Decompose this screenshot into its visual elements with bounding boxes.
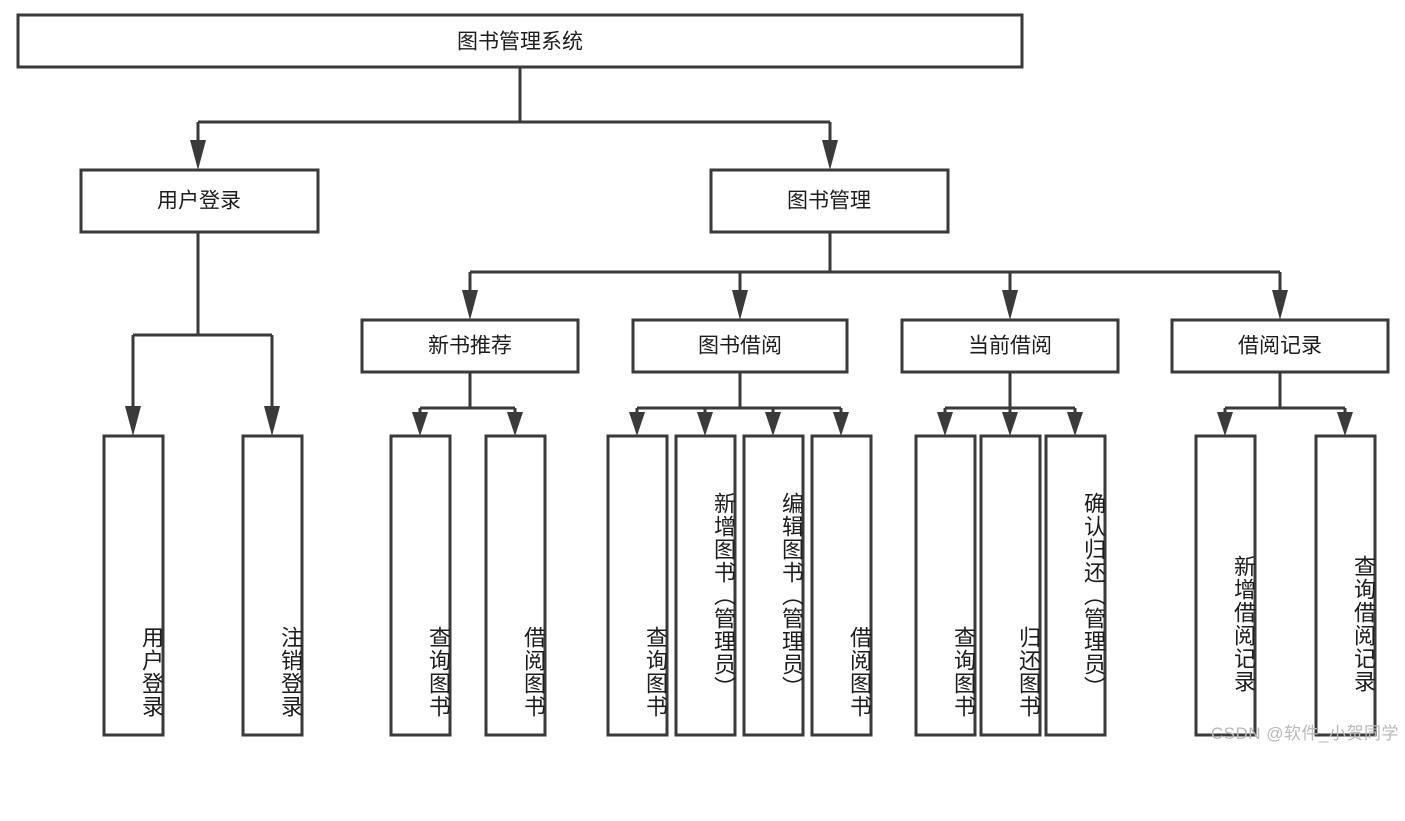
node-leaf-book-borrow-3[interactable] xyxy=(742,434,805,737)
node-new-book-recommend[interactable] xyxy=(360,318,580,374)
node-new-book-recommend-label: 新书推荐 xyxy=(428,335,512,358)
node-borrow-record[interactable] xyxy=(1170,318,1390,374)
node-leaf-user-login-2[interactable] xyxy=(241,434,304,737)
arrow-to-current-borrow xyxy=(1002,290,1018,320)
node-leaf-user-login-1[interactable] xyxy=(102,434,165,737)
node-book-manage-label: 图书管理 xyxy=(787,190,871,213)
arrow-to-book-manage xyxy=(822,140,838,170)
node-leaf-new-book-2[interactable] xyxy=(484,434,547,737)
node-leaf-current-borrow-1[interactable] xyxy=(914,434,977,737)
node-current-borrow-label: 当前借阅 xyxy=(968,335,1052,358)
node-leaf-borrow-record-2[interactable] xyxy=(1314,434,1377,737)
flowchart-canvas: 图书管理系统 用户登录 图书管理 新书推荐 图书借阅 当前借阅 借阅记录 xyxy=(16,13,1399,743)
arrow-book-borrow-leaf-1 xyxy=(629,412,645,436)
arrow-borrow-record-leaf-1 xyxy=(1217,412,1233,436)
node-leaf-book-borrow-2[interactable] xyxy=(674,434,737,737)
node-leaf-current-borrow-3[interactable] xyxy=(1044,434,1107,737)
node-root-label: 图书管理系统 xyxy=(457,31,583,54)
arrow-to-user-login xyxy=(190,140,206,170)
csdn-watermark: CSDN @软件_小贺同学 xyxy=(1210,724,1399,743)
arrow-to-new-book xyxy=(462,290,478,320)
edges-layer xyxy=(125,67,1353,436)
node-root[interactable] xyxy=(16,13,1024,69)
node-leaf-current-borrow-2[interactable] xyxy=(979,434,1042,737)
node-leaf-borrow-record-1[interactable] xyxy=(1194,434,1257,737)
arrow-user-login-leaf-2 xyxy=(264,406,280,436)
node-user-login-label: 用户登录 xyxy=(157,190,241,213)
arrow-to-book-borrow xyxy=(732,290,748,320)
arrow-book-borrow-leaf-4 xyxy=(833,412,849,436)
node-book-manage[interactable] xyxy=(709,168,950,234)
arrow-book-borrow-leaf-2 xyxy=(697,412,713,436)
node-borrow-record-label: 借阅记录 xyxy=(1238,335,1322,358)
arrow-current-borrow-leaf-2 xyxy=(1002,412,1018,436)
node-book-borrow[interactable] xyxy=(631,318,849,374)
arrow-borrow-record-leaf-2 xyxy=(1337,412,1353,436)
arrow-new-book-leaf-2 xyxy=(507,412,523,436)
flowchart-svg: 图书管理系统 用户登录 图书管理 新书推荐 图书借阅 当前借阅 借阅记录 xyxy=(16,13,1390,737)
nodes-layer: 图书管理系统 用户登录 图书管理 新书推荐 图书借阅 当前借阅 借阅记录 xyxy=(16,13,1390,737)
arrow-to-borrow-record xyxy=(1272,290,1288,320)
arrow-current-borrow-leaf-3 xyxy=(1067,412,1083,436)
arrow-book-borrow-leaf-3 xyxy=(765,412,781,436)
node-leaf-book-borrow-4[interactable] xyxy=(810,434,873,737)
arrow-new-book-leaf-1 xyxy=(412,412,428,436)
node-leaf-new-book-1[interactable] xyxy=(389,434,452,737)
node-book-borrow-label: 图书借阅 xyxy=(698,335,782,358)
node-current-borrow[interactable] xyxy=(900,318,1120,374)
arrow-current-borrow-leaf-1 xyxy=(937,412,953,436)
node-leaf-book-borrow-1[interactable] xyxy=(606,434,669,737)
node-user-login[interactable] xyxy=(79,168,320,234)
arrow-user-login-leaf-1 xyxy=(125,406,141,436)
